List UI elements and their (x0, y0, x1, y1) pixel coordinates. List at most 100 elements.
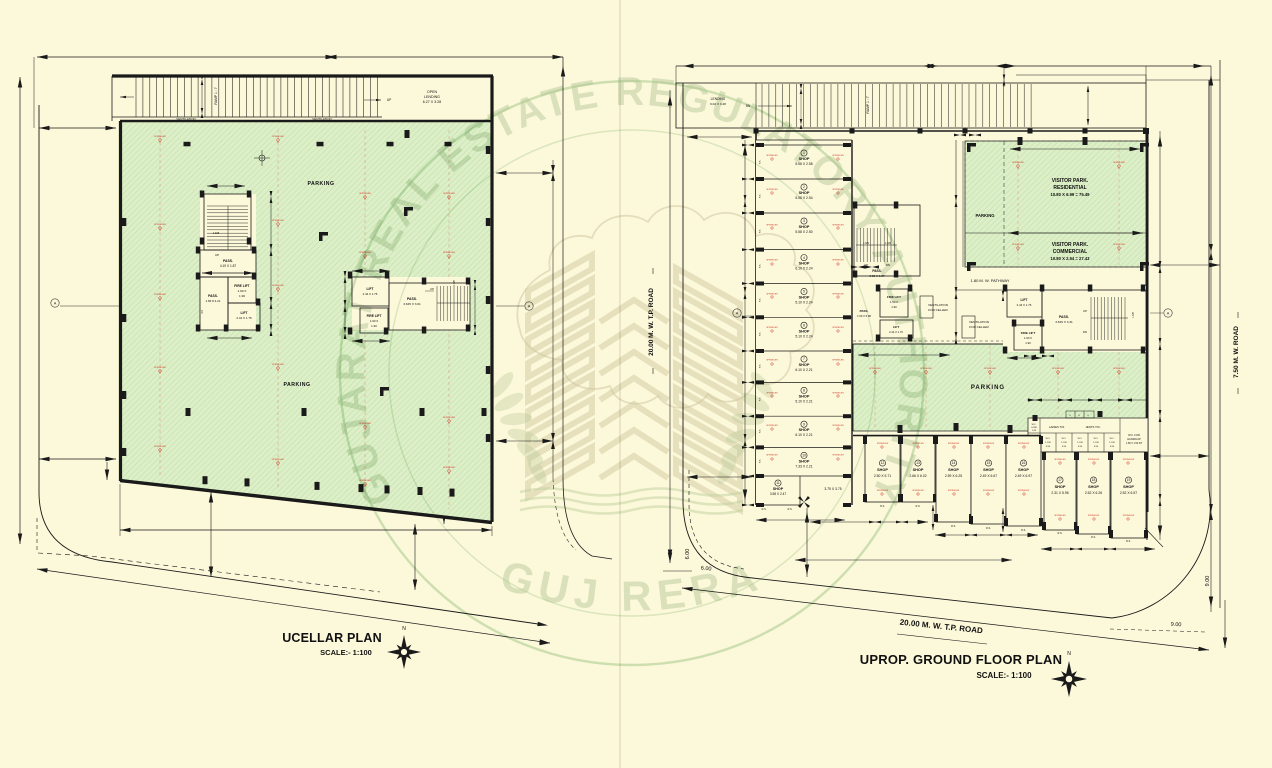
svg-text:1.158: 1.158 (1093, 442, 1099, 444)
svg-text:SHOP: SHOP (773, 487, 784, 491)
svg-text:SPRINKLER: SPRINKLER (948, 490, 960, 492)
svg-text:FIRE LIFT: FIRE LIFT (1021, 331, 1036, 335)
svg-text:2.31 X 5.96: 2.31 X 5.96 (1051, 491, 1068, 495)
svg-text:SHOP: SHOP (799, 191, 810, 195)
svg-text:R.S.: R.S. (1021, 529, 1026, 532)
svg-text:2: 2 (803, 185, 805, 189)
svg-text:4: 4 (803, 256, 805, 260)
svg-text:0.95: 0.95 (1046, 446, 1051, 448)
svg-text:VENTILATION: VENTILATION (928, 303, 948, 307)
svg-text:PARKING: PARKING (307, 181, 334, 187)
svg-text:R.S.: R.S. (760, 160, 762, 164)
svg-text:PARKING: PARKING (283, 382, 310, 388)
svg-text:RESIDENTIAL: RESIDENTIAL (1053, 185, 1086, 191)
svg-text:2.66 X 6.02: 2.66 X 6.02 (909, 474, 926, 478)
svg-text:SCALE:- 1:100: SCALE:- 1:100 (320, 648, 372, 657)
svg-text:SPRINKLER: SPRINKLER (1113, 368, 1125, 370)
svg-text:SPRINKLER: SPRINKLER (443, 252, 455, 254)
svg-text:UP: UP (864, 263, 868, 267)
svg-text:VISITOR PARK.: VISITOR PARK. (1052, 178, 1089, 184)
svg-text:SPRINKLER: SPRINKLER (1012, 244, 1024, 246)
svg-text:1.158: 1.158 (1045, 442, 1051, 444)
svg-text:14: 14 (952, 461, 956, 465)
svg-text:1.53 X 5.98: 1.53 X 5.98 (857, 314, 871, 318)
svg-text:A: A (1167, 312, 1170, 316)
svg-text:SPRINKLER: SPRINKLER (983, 443, 995, 445)
svg-text:SHOP: SHOP (799, 157, 810, 161)
svg-text:VENTILATION: VENTILATION (312, 117, 331, 121)
svg-text:UCELLAR PLAN: UCELLAR PLAN (282, 631, 382, 645)
svg-text:PASS.: PASS. (860, 309, 869, 313)
svg-text:SPRINKLER: SPRINKLER (766, 155, 778, 157)
svg-text:PASS.: PASS. (1059, 315, 1069, 319)
svg-text:SPRINKLER: SPRINKLER (359, 193, 371, 195)
svg-text:LIFT: LIFT (893, 325, 899, 329)
svg-text:6.00: 6.00 (685, 549, 691, 560)
svg-text:SPRINKLER: SPRINKLER (359, 480, 371, 482)
svg-text:3.75 X 3.75: 3.75 X 3.75 (824, 487, 841, 491)
svg-text:R.S.: R.S. (951, 525, 956, 528)
svg-text:COMMERCIAL: COMMERCIAL (1053, 249, 1087, 255)
svg-text:SHOP: SHOP (1123, 485, 1134, 489)
svg-text:SPRINKLER: SPRINKLER (766, 360, 778, 362)
svg-text:VENTILATION: VENTILATION (969, 320, 989, 324)
svg-text:R.S.: R.S. (760, 429, 762, 433)
svg-text:SPRINKLER: SPRINKLER (877, 443, 889, 445)
svg-text:LIFT: LIFT (1021, 298, 1028, 302)
svg-text:PARKING: PARKING (976, 213, 995, 218)
svg-text:W.C.: W.C. (1078, 438, 1083, 440)
svg-text:1.90: 1.90 (1025, 341, 1031, 345)
svg-text:JENTS TOI.: JENTS TOI. (1086, 425, 1101, 429)
svg-text:5.10 X 2.24: 5.10 X 2.24 (795, 334, 812, 338)
svg-text:R.S.: R.S. (1126, 540, 1131, 543)
svg-text:FIRE LIFT: FIRE LIFT (367, 314, 382, 318)
svg-text:SPRINKLER: SPRINKLER (1052, 368, 1064, 370)
svg-text:1.90 X: 1.90 X (238, 289, 247, 293)
svg-text:SPRINKLER: SPRINKLER (272, 285, 284, 287)
svg-text:SPRINKLER: SPRINKLER (984, 368, 996, 370)
svg-text:SHOP: SHOP (1018, 468, 1029, 472)
svg-text:SPRINKLER: SPRINKLER (1018, 443, 1030, 445)
svg-text:R.S.: R.S. (760, 264, 762, 268)
svg-text:SHOP: SHOP (799, 329, 810, 333)
svg-text:SPRINKLER: SPRINKLER (1054, 515, 1066, 517)
svg-text:1.90 X: 1.90 X (1024, 336, 1032, 340)
svg-text:R.S.: R.S. (1058, 532, 1063, 535)
svg-text:11: 11 (776, 481, 780, 485)
svg-text:SPRINKLER: SPRINKLER (766, 189, 778, 191)
svg-text:0.95: 0.95 (1110, 446, 1115, 448)
svg-text:6.27 X 3.28: 6.27 X 3.28 (423, 100, 441, 104)
svg-text:SPRINKLER: SPRINKLER (443, 467, 455, 469)
svg-text:2.50 X 5.71: 2.50 X 5.71 (874, 474, 891, 478)
svg-text:U: U (1087, 415, 1089, 417)
svg-text:2.52 X 6.26: 2.52 X 6.26 (1085, 491, 1102, 495)
svg-text:SPRINKLER: SPRINKLER (983, 490, 995, 492)
svg-text:7.50 M. W. ROAD: 7.50 M. W. ROAD (1233, 326, 1240, 378)
svg-text:R.S.: R.S. (880, 505, 885, 508)
svg-text:SHOP: SHOP (877, 468, 888, 472)
svg-text:2.52 X 6.57: 2.52 X 6.57 (1120, 491, 1137, 495)
svg-text:HANDICAP: HANDICAP (1127, 437, 1141, 441)
svg-text:SPRINKLER: SPRINKLER (154, 294, 166, 296)
svg-text:U: U (1069, 415, 1071, 417)
svg-text:PASS.: PASS. (223, 259, 233, 263)
svg-text:SHOP: SHOP (983, 468, 994, 472)
svg-text:SHOP: SHOP (1055, 485, 1066, 489)
svg-text:SHOP: SHOP (799, 296, 810, 300)
svg-text:7.33 X 2.21: 7.33 X 2.21 (795, 464, 812, 468)
svg-text:1.325: 1.325 (454, 279, 456, 285)
svg-text:SPRINKLER: SPRINKLER (766, 293, 778, 295)
svg-text:3.0: 3.0 (201, 310, 204, 314)
svg-text:UPROP. GROUND FLOOR PLAN: UPROP. GROUND FLOOR PLAN (860, 652, 1062, 667)
svg-text:15: 15 (987, 461, 991, 465)
svg-text:SPRINKLER: SPRINKLER (832, 293, 844, 295)
svg-text:UP: UP (430, 287, 434, 291)
svg-text:R.S.: R.S. (916, 505, 921, 508)
svg-text:1.325: 1.325 (863, 242, 870, 245)
svg-text:SHOP: SHOP (1088, 485, 1099, 489)
svg-text:OPEN: OPEN (427, 90, 438, 94)
svg-text:SPRINKLER: SPRINKLER (272, 136, 284, 138)
svg-text:SHOP: SHOP (799, 394, 810, 398)
svg-text:SPRINKLER: SPRINKLER (832, 189, 844, 191)
svg-text:1.90: 1.90 (371, 324, 377, 328)
